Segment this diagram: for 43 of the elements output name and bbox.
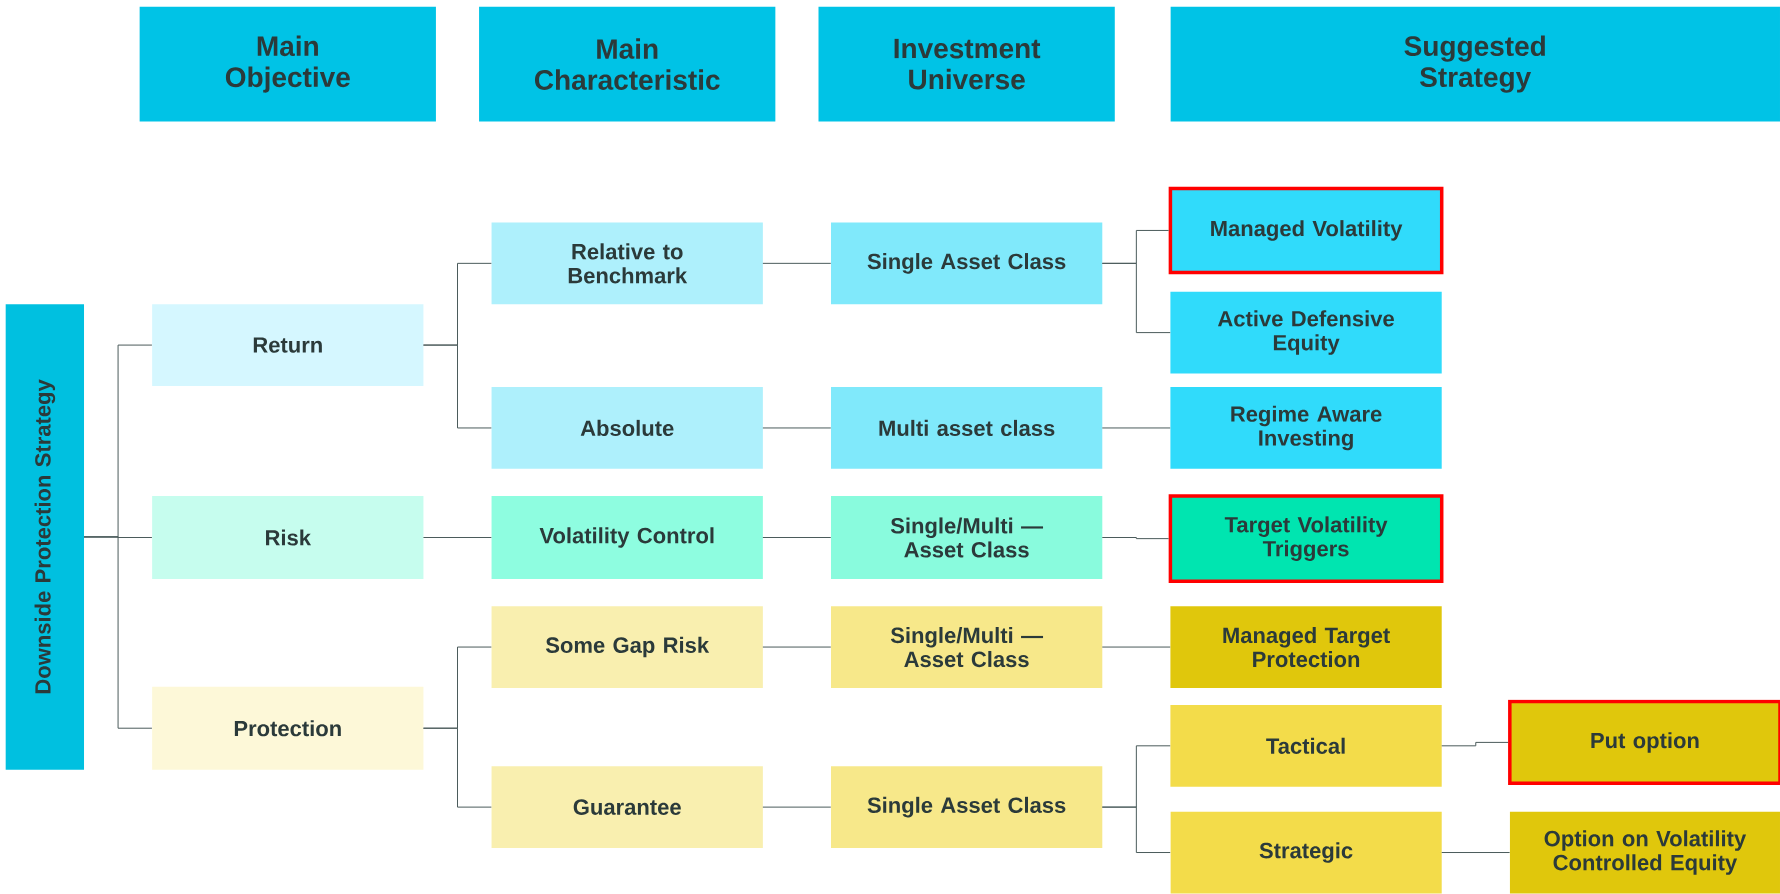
category-box: Regime Aware Investing <box>1170 387 1442 469</box>
root-box: Downside Protection Strategy <box>5 304 84 770</box>
category-box: Put option <box>1508 699 1780 785</box>
column-header: Investment Universe <box>818 6 1115 122</box>
column-header: Main Objective <box>139 6 436 122</box>
category-box: Relative to Benchmark <box>491 222 763 305</box>
connector-line <box>762 646 832 648</box>
connector-line <box>422 727 492 808</box>
category-box: Multi asset class <box>831 387 1103 469</box>
category-box: Single/Multi — Asset Class <box>831 606 1103 688</box>
category-box: Single Asset Class <box>831 222 1103 305</box>
connector-line <box>762 262 832 264</box>
category-box: Single Asset Class <box>831 766 1103 848</box>
connector-line <box>422 537 492 538</box>
category-box: Managed Target Protection <box>1170 606 1442 688</box>
connector-line <box>1101 646 1171 648</box>
connector-line <box>762 537 832 538</box>
category-box: Protection <box>152 686 424 770</box>
category-box: Risk <box>152 496 424 579</box>
category-box: Strategic <box>1170 811 1442 894</box>
category-box: Managed Volatility <box>1168 186 1444 275</box>
connector-line <box>762 806 832 808</box>
category-box: Guarantee <box>491 766 763 848</box>
connector-line <box>1101 537 1170 540</box>
column-header: Main Characteristic <box>479 6 776 122</box>
connector-line <box>422 344 492 429</box>
category-box: Tactical <box>1170 704 1442 787</box>
category-box: Target Volatility Triggers <box>1168 494 1444 583</box>
category-box: Absolute <box>491 387 763 469</box>
category-box: Active Defensive Equity <box>1170 291 1442 374</box>
category-box: Volatility Control <box>491 496 763 579</box>
connector-line <box>1441 741 1509 747</box>
connector-line <box>1101 806 1171 854</box>
category-box: Return <box>152 304 424 386</box>
connector-line <box>1101 262 1171 334</box>
category-box: Option on Volatility Controlled Equity <box>1509 811 1780 894</box>
category-box: Some Gap Risk <box>491 606 763 688</box>
connector-line <box>1101 427 1171 429</box>
connector-line <box>1441 852 1511 854</box>
connector-line <box>762 427 832 429</box>
category-box: Single/Multi — Asset Class <box>831 496 1103 579</box>
column-header: Suggested Strategy <box>1170 6 1780 122</box>
connector-line <box>83 536 153 729</box>
